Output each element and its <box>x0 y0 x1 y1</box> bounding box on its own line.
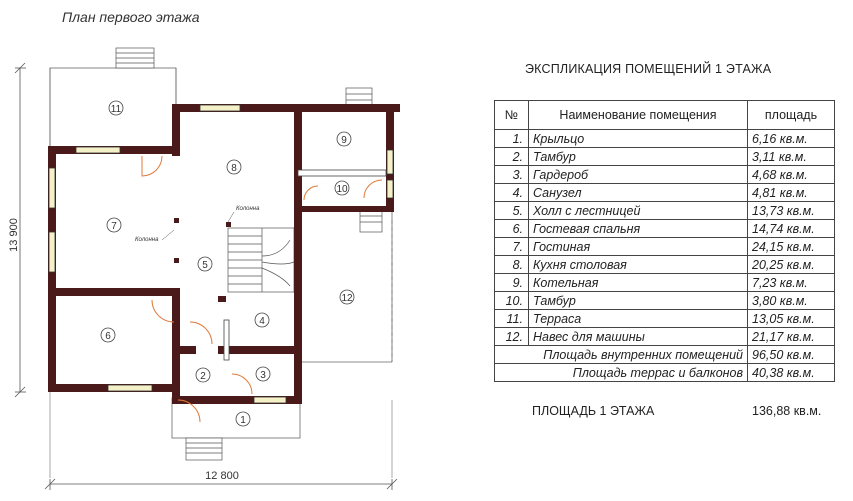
row-name: Кухня столовая <box>528 255 748 274</box>
row-area: 6,16 кв.м. <box>747 129 835 148</box>
row-num: 12. <box>494 327 529 346</box>
room-6-label: 6 <box>105 331 111 342</box>
room-5-label: 5 <box>202 260 208 271</box>
header-name: Наименование помещения <box>528 100 748 130</box>
row-area: 14,74 кв.м. <box>747 219 835 238</box>
porch-stairs <box>185 437 223 461</box>
row-name: Гардероб <box>528 165 748 184</box>
row-area: 3,80 кв.м. <box>747 291 835 310</box>
summary-label: Площадь внутренних помещений <box>494 345 748 364</box>
room-9-label: 9 <box>341 135 347 146</box>
row-area: 4,68 кв.м. <box>747 165 835 184</box>
row-area: 13,05 кв.м. <box>747 309 835 328</box>
column-label-1: Колонна <box>236 206 260 212</box>
main-staircase <box>227 227 295 293</box>
row-area: 21,17 кв.м. <box>747 327 835 346</box>
row-num: 1. <box>494 129 529 148</box>
row-area: 4,81 кв.м. <box>747 183 835 202</box>
room-2-label: 2 <box>200 371 206 382</box>
row-num: 7. <box>494 237 529 256</box>
header-area: площадь <box>747 100 835 130</box>
row-area: 24,15 кв.м. <box>747 237 835 256</box>
dimension-width: 12 800 <box>205 470 239 482</box>
total-area-label: ПЛОЩАДЬ 1 ЭТАЖА <box>532 404 655 418</box>
total-area-value: 136,88 кв.м. <box>752 404 822 418</box>
row-area: 3,11 кв.м. <box>747 147 835 166</box>
partitions <box>223 169 387 361</box>
column-labels <box>161 211 235 241</box>
row-num: 10. <box>494 291 529 310</box>
dimension-height: 13 900 <box>8 218 20 252</box>
row-num: 3. <box>494 165 529 184</box>
column-label-2: Колонна <box>135 237 159 243</box>
row-name: Терраса <box>528 309 748 328</box>
row-num: 9. <box>494 273 529 292</box>
row-area: 20,25 кв.м. <box>747 255 835 274</box>
windows <box>48 104 394 404</box>
row-name: Тамбур <box>528 147 748 166</box>
row-num: 11. <box>494 309 529 328</box>
header-num: № <box>494 100 529 130</box>
dimension-lines <box>14 62 398 490</box>
summary-label: Площадь террас и балконов <box>494 363 748 382</box>
room-3-label: 3 <box>260 370 266 381</box>
row-num: 2. <box>494 147 529 166</box>
row-num: 4. <box>494 183 529 202</box>
table-header-row: № Наименование помещения площадь <box>494 100 835 130</box>
row-name: Крыльцо <box>528 129 748 148</box>
room-12-label: 12 <box>341 293 353 304</box>
room-7-label: 7 <box>111 221 117 232</box>
row-area: 7,23 кв.м. <box>747 273 835 292</box>
row-area: 13,73 кв.м. <box>747 201 835 220</box>
summary-area: 96,50 кв.м. <box>747 345 835 364</box>
row-num: 6. <box>494 219 529 238</box>
room-8-label: 8 <box>231 163 237 174</box>
columns <box>174 218 231 263</box>
doors <box>141 155 383 423</box>
plan-title: План первого этажа <box>62 9 200 25</box>
row-name: Навес для машины <box>528 327 748 346</box>
thin-outlines <box>49 67 393 439</box>
row-name: Котельная <box>528 273 748 292</box>
row-name: Тамбур <box>528 291 748 310</box>
floor-plan-drawing: 13 900 12 800 <box>8 47 400 490</box>
room-4-label: 4 <box>259 316 265 327</box>
row-num: 8. <box>494 255 529 274</box>
explication-table: № Наименование помещения площадь 1.Крыль… <box>494 100 835 382</box>
carport-step <box>359 209 383 233</box>
row-name: Гостиная <box>528 237 748 256</box>
row-name: Санузел <box>528 183 748 202</box>
row-num: 5. <box>494 201 529 220</box>
explication-title: ЭКСПЛИКАЦИЯ ПОМЕЩЕНИЙ 1 ЭТАЖА <box>525 62 772 76</box>
terrace-stairs <box>115 47 155 69</box>
room-markers <box>100 100 355 427</box>
room-1-label: 1 <box>240 415 246 426</box>
room-11-label: 11 <box>111 104 122 115</box>
row-name: Гостевая спальня <box>528 219 748 238</box>
row-name: Холл с лестницей <box>528 201 748 220</box>
room-10-label: 10 <box>336 184 348 195</box>
summary-area: 40,38 кв.м. <box>747 363 835 382</box>
